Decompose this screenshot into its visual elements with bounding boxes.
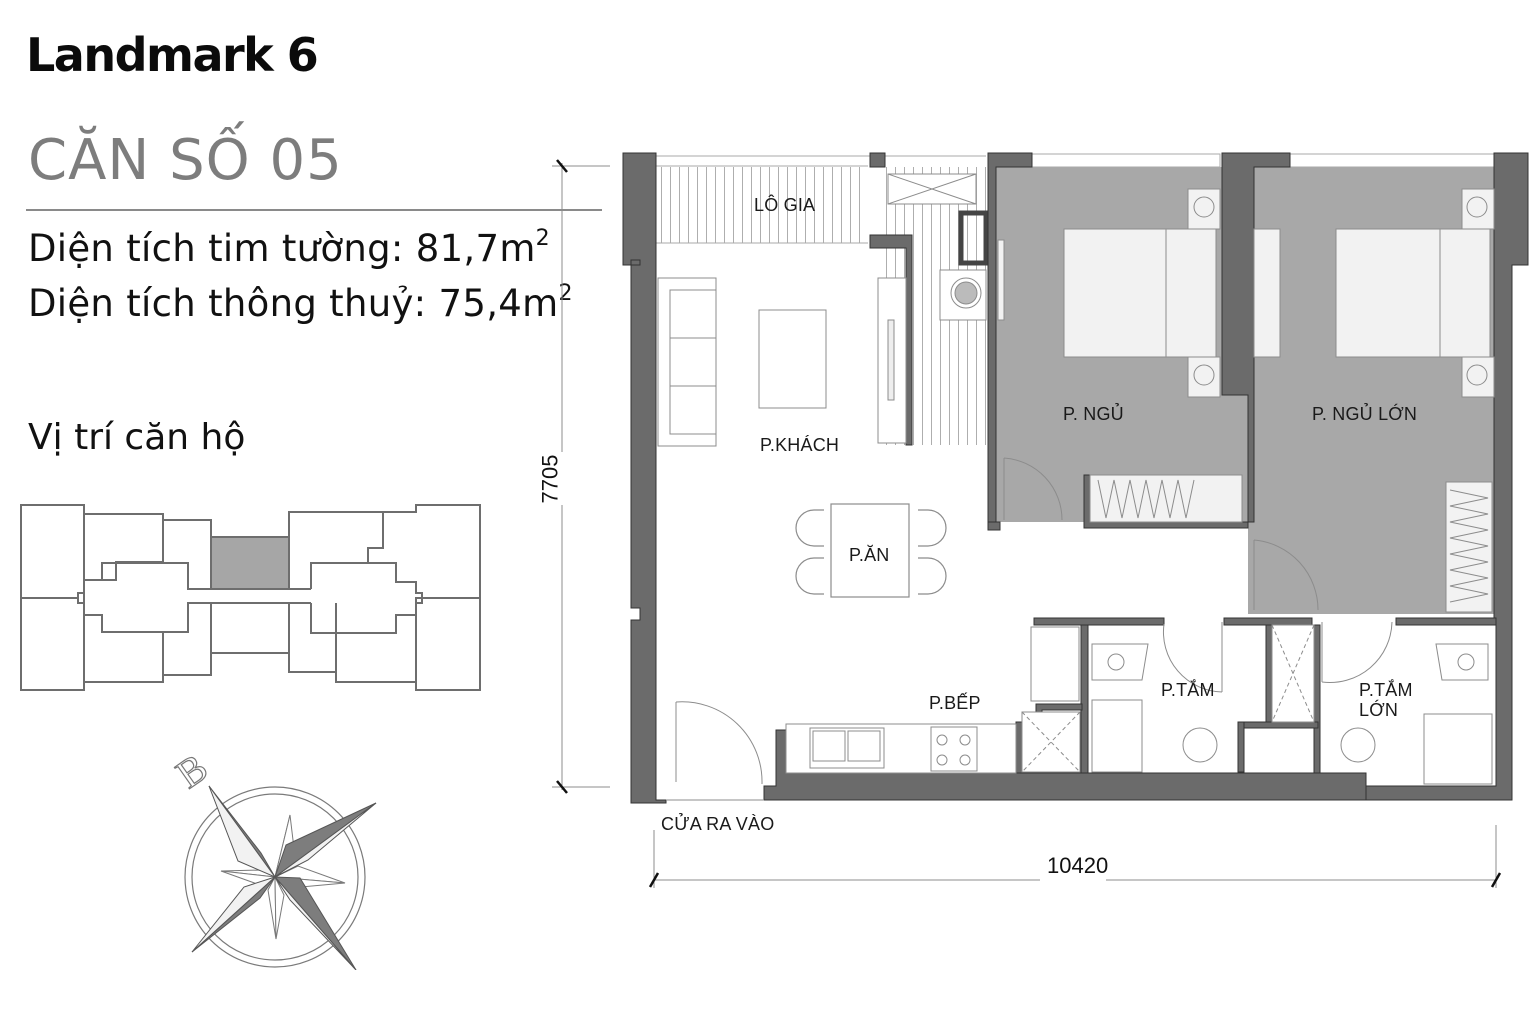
room-label-dining: P.ĂN — [849, 545, 890, 565]
master-bathroom-door — [1321, 621, 1393, 684]
compass-rose-icon: B — [167, 744, 377, 970]
tv-unit — [997, 239, 1005, 321]
room-label-kitchen: P.BẾP — [929, 693, 981, 713]
area-clear-text: Diện tích thông thuỷ: 75,4m — [28, 282, 559, 325]
room-label-entrance: CỬA RA VÀO — [661, 814, 775, 834]
master-washbasin — [1340, 727, 1376, 763]
master-tv-unit — [1253, 228, 1281, 358]
room-label-loggia: LÔ GIA — [754, 195, 816, 215]
room-label-bedroom: P. NGỦ — [1063, 404, 1124, 424]
master-shower — [1423, 713, 1493, 785]
room-label-master-bathroom-suffix: LỚN — [1359, 700, 1399, 720]
dining-table — [830, 503, 910, 598]
dimension-width: 10420 — [1047, 853, 1109, 878]
washbasin — [1182, 727, 1218, 763]
shower — [1091, 699, 1143, 773]
nightstand — [1187, 188, 1221, 230]
area-clear: Diện tích thông thuỷ: 75,4m2 — [28, 281, 573, 325]
unit-title: CĂN SỐ 05 — [28, 128, 343, 193]
shaft — [1021, 711, 1081, 773]
fridge — [1030, 626, 1080, 702]
title-divider — [26, 209, 602, 211]
room-label-bathroom: P.TẮM — [1161, 680, 1215, 700]
room-label-master-bedroom: P. NGỦ LỚN — [1312, 404, 1418, 424]
entrance-door — [675, 701, 763, 785]
nightstand — [1187, 356, 1221, 398]
area-wall-center: Diện tích tim tường: 81,7m2 — [28, 226, 550, 270]
bathroom-door — [1162, 622, 1223, 693]
master-bedroom-entry-floor — [1248, 522, 1258, 614]
location-heading: Vị trí căn hộ — [28, 417, 246, 458]
area-unit-superscript: 2 — [535, 226, 550, 251]
loggia-deck — [656, 167, 868, 243]
building-keyplan — [20, 504, 481, 691]
highlighted-unit — [210, 536, 290, 590]
bedroom-door — [1003, 457, 1063, 521]
cooktop — [930, 726, 978, 772]
coffee-table — [758, 309, 827, 409]
area-wall-center-text: Diện tích tim tường: 81,7m — [28, 227, 536, 270]
room-label-living: P.KHÁCH — [760, 435, 840, 455]
room-label-master-bathroom: P.TẮM — [1359, 680, 1413, 700]
master-bedroom-door — [1253, 539, 1319, 611]
dimension-height: 7705 — [537, 454, 563, 504]
project-name: Landmark 6 — [26, 28, 319, 82]
